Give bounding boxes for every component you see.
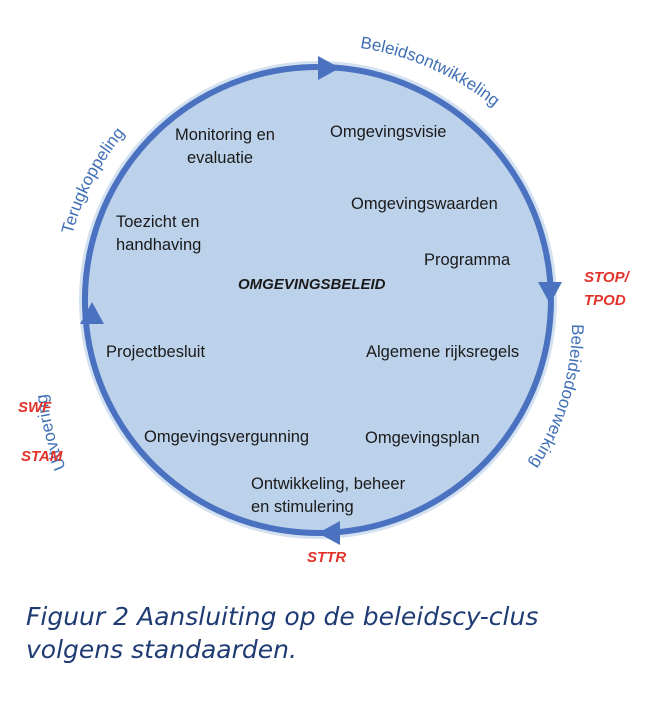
arrow-head-left <box>80 302 104 324</box>
cycle-ring <box>81 64 554 536</box>
standard-sttr: STTR <box>307 549 346 566</box>
item-omgevingswaarden: Omgevingswaarden <box>351 195 498 213</box>
item-omgevingsvisie: Omgevingsvisie <box>330 123 446 141</box>
arrow-head-top <box>318 56 340 80</box>
standard-stam: STAM <box>21 448 63 465</box>
center-label: OMGEVINGSBELEID <box>238 276 386 293</box>
policy-cycle-diagram: Beleidsontwikkeling Beleidsdoorwerking U… <box>18 33 633 566</box>
item-monitoring-en-evaluatie: Monitoring en evaluatie <box>175 126 280 167</box>
standards: STOP/ TPOD SWF STAM STTR <box>18 269 633 566</box>
item-ontwikkeling-beheer-stimulering: Ontwikkeling, beheer en stimulering <box>251 475 410 516</box>
standard-swf: SWF <box>18 399 52 416</box>
item-algemene-rijksregels: Algemene rijksregels <box>366 343 519 361</box>
item-toezicht-en-handhaving: Toezicht en handhaving <box>116 213 204 254</box>
inner-items: Monitoring en evaluatie Omgevingsvisie O… <box>106 123 519 516</box>
item-omgevingsvergunning: Omgevingsvergunning <box>144 428 309 446</box>
figure-caption: Figuur 2 Aansluiting op de beleidscy-clu… <box>26 602 539 664</box>
arrow-head-right <box>538 282 562 304</box>
item-projectbesluit: Projectbesluit <box>106 343 205 361</box>
item-omgevingsplan: Omgevingsplan <box>365 429 480 447</box>
arrow-head-bottom <box>318 521 340 545</box>
cycle-arrows <box>81 64 554 536</box>
item-programma: Programma <box>424 251 511 269</box>
standard-stop-tpod: STOP/ TPOD <box>584 269 633 309</box>
